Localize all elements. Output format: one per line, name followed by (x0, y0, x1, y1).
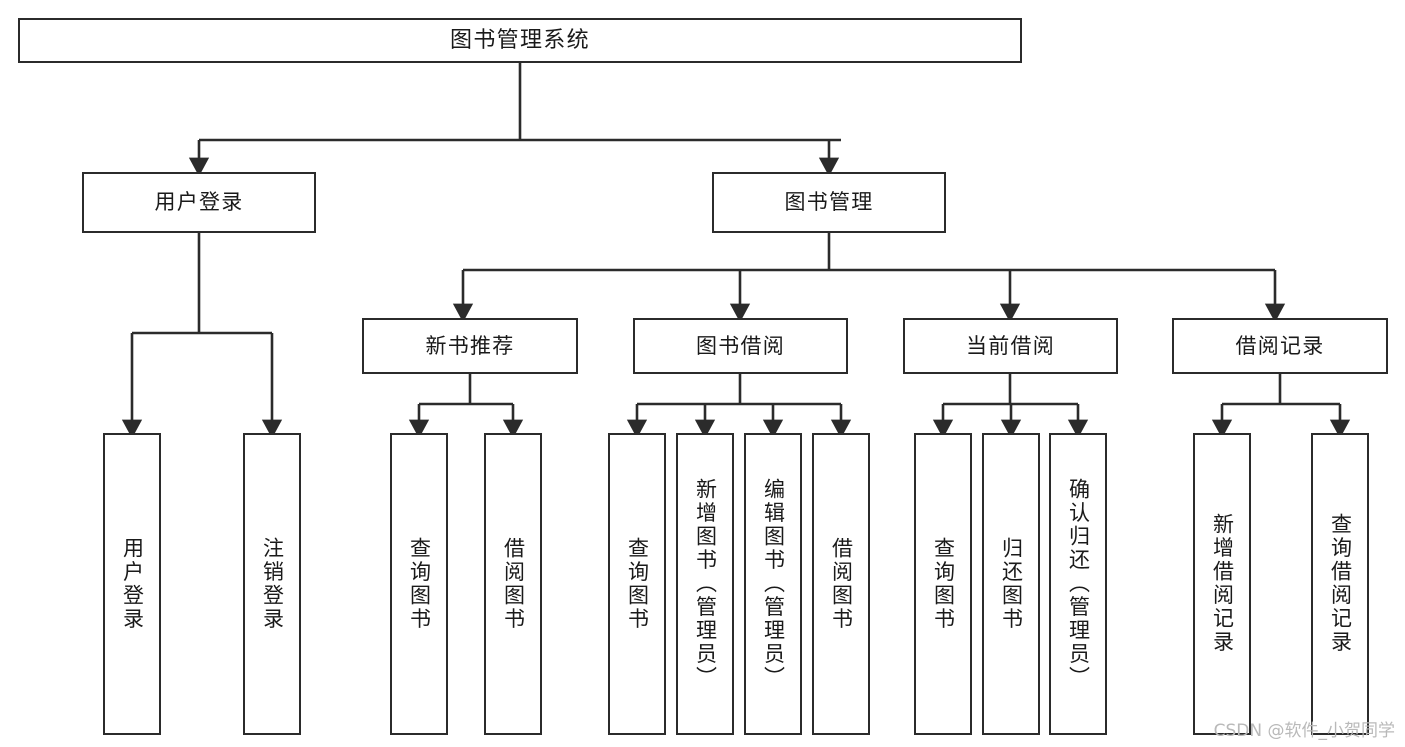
node-leaf-user-logout-label: 注销登录 (260, 536, 285, 632)
node-book-management-label: 图书管理 (784, 190, 874, 215)
node-current-borrow[interactable]: 当前借阅 (903, 318, 1118, 374)
node-leaf-add-record-label: 新增借阅记录 (1210, 513, 1235, 655)
node-new-book-recommend-label: 新书推荐 (425, 333, 515, 358)
node-book-management[interactable]: 图书管理 (712, 172, 946, 233)
watermark-text: CSDN @软件_小贺同学 (1213, 721, 1395, 741)
node-root-system-label: 图书管理系统 (450, 27, 590, 53)
node-leaf-query-book-3[interactable]: 查询图书 (914, 433, 972, 735)
node-leaf-add-book-label: 新增图书（管理员） (693, 478, 718, 690)
node-user-login[interactable]: 用户登录 (82, 172, 316, 233)
node-leaf-query-record-label: 查询借阅记录 (1328, 513, 1353, 655)
node-root-system[interactable]: 图书管理系统 (18, 18, 1022, 63)
node-leaf-add-record[interactable]: 新增借阅记录 (1193, 433, 1251, 735)
node-leaf-borrow-book-1[interactable]: 借阅图书 (484, 433, 542, 735)
node-borrow-record-label: 借阅记录 (1235, 333, 1325, 358)
node-leaf-user-login[interactable]: 用户登录 (103, 433, 161, 735)
node-leaf-borrow-book-2[interactable]: 借阅图书 (812, 433, 870, 735)
node-leaf-confirm-return-label: 确认归还（管理员） (1066, 478, 1091, 690)
node-leaf-add-book[interactable]: 新增图书（管理员） (676, 433, 734, 735)
node-leaf-query-book-2-label: 查询图书 (625, 536, 650, 632)
node-book-borrow[interactable]: 图书借阅 (633, 318, 848, 374)
node-leaf-query-book-1[interactable]: 查询图书 (390, 433, 448, 735)
node-leaf-query-record[interactable]: 查询借阅记录 (1311, 433, 1369, 735)
node-leaf-user-logout[interactable]: 注销登录 (243, 433, 301, 735)
node-leaf-return-book-label: 归还图书 (999, 536, 1024, 632)
node-leaf-return-book[interactable]: 归还图书 (982, 433, 1040, 735)
node-leaf-query-book-3-label: 查询图书 (931, 536, 956, 632)
node-leaf-confirm-return[interactable]: 确认归还（管理员） (1049, 433, 1107, 735)
node-book-borrow-label: 图书借阅 (695, 333, 786, 358)
node-leaf-user-login-label: 用户登录 (120, 536, 145, 632)
node-leaf-edit-book-label: 编辑图书（管理员） (761, 478, 786, 690)
node-user-login-label: 用户登录 (154, 190, 244, 215)
node-leaf-edit-book[interactable]: 编辑图书（管理员） (744, 433, 802, 735)
node-new-book-recommend[interactable]: 新书推荐 (362, 318, 578, 374)
node-leaf-query-book-2[interactable]: 查询图书 (608, 433, 666, 735)
node-current-borrow-label: 当前借阅 (965, 333, 1056, 358)
node-leaf-borrow-book-1-label: 借阅图书 (501, 536, 526, 632)
node-leaf-borrow-book-2-label: 借阅图书 (829, 536, 854, 632)
node-borrow-record[interactable]: 借阅记录 (1172, 318, 1388, 374)
node-leaf-query-book-1-label: 查询图书 (407, 536, 432, 632)
